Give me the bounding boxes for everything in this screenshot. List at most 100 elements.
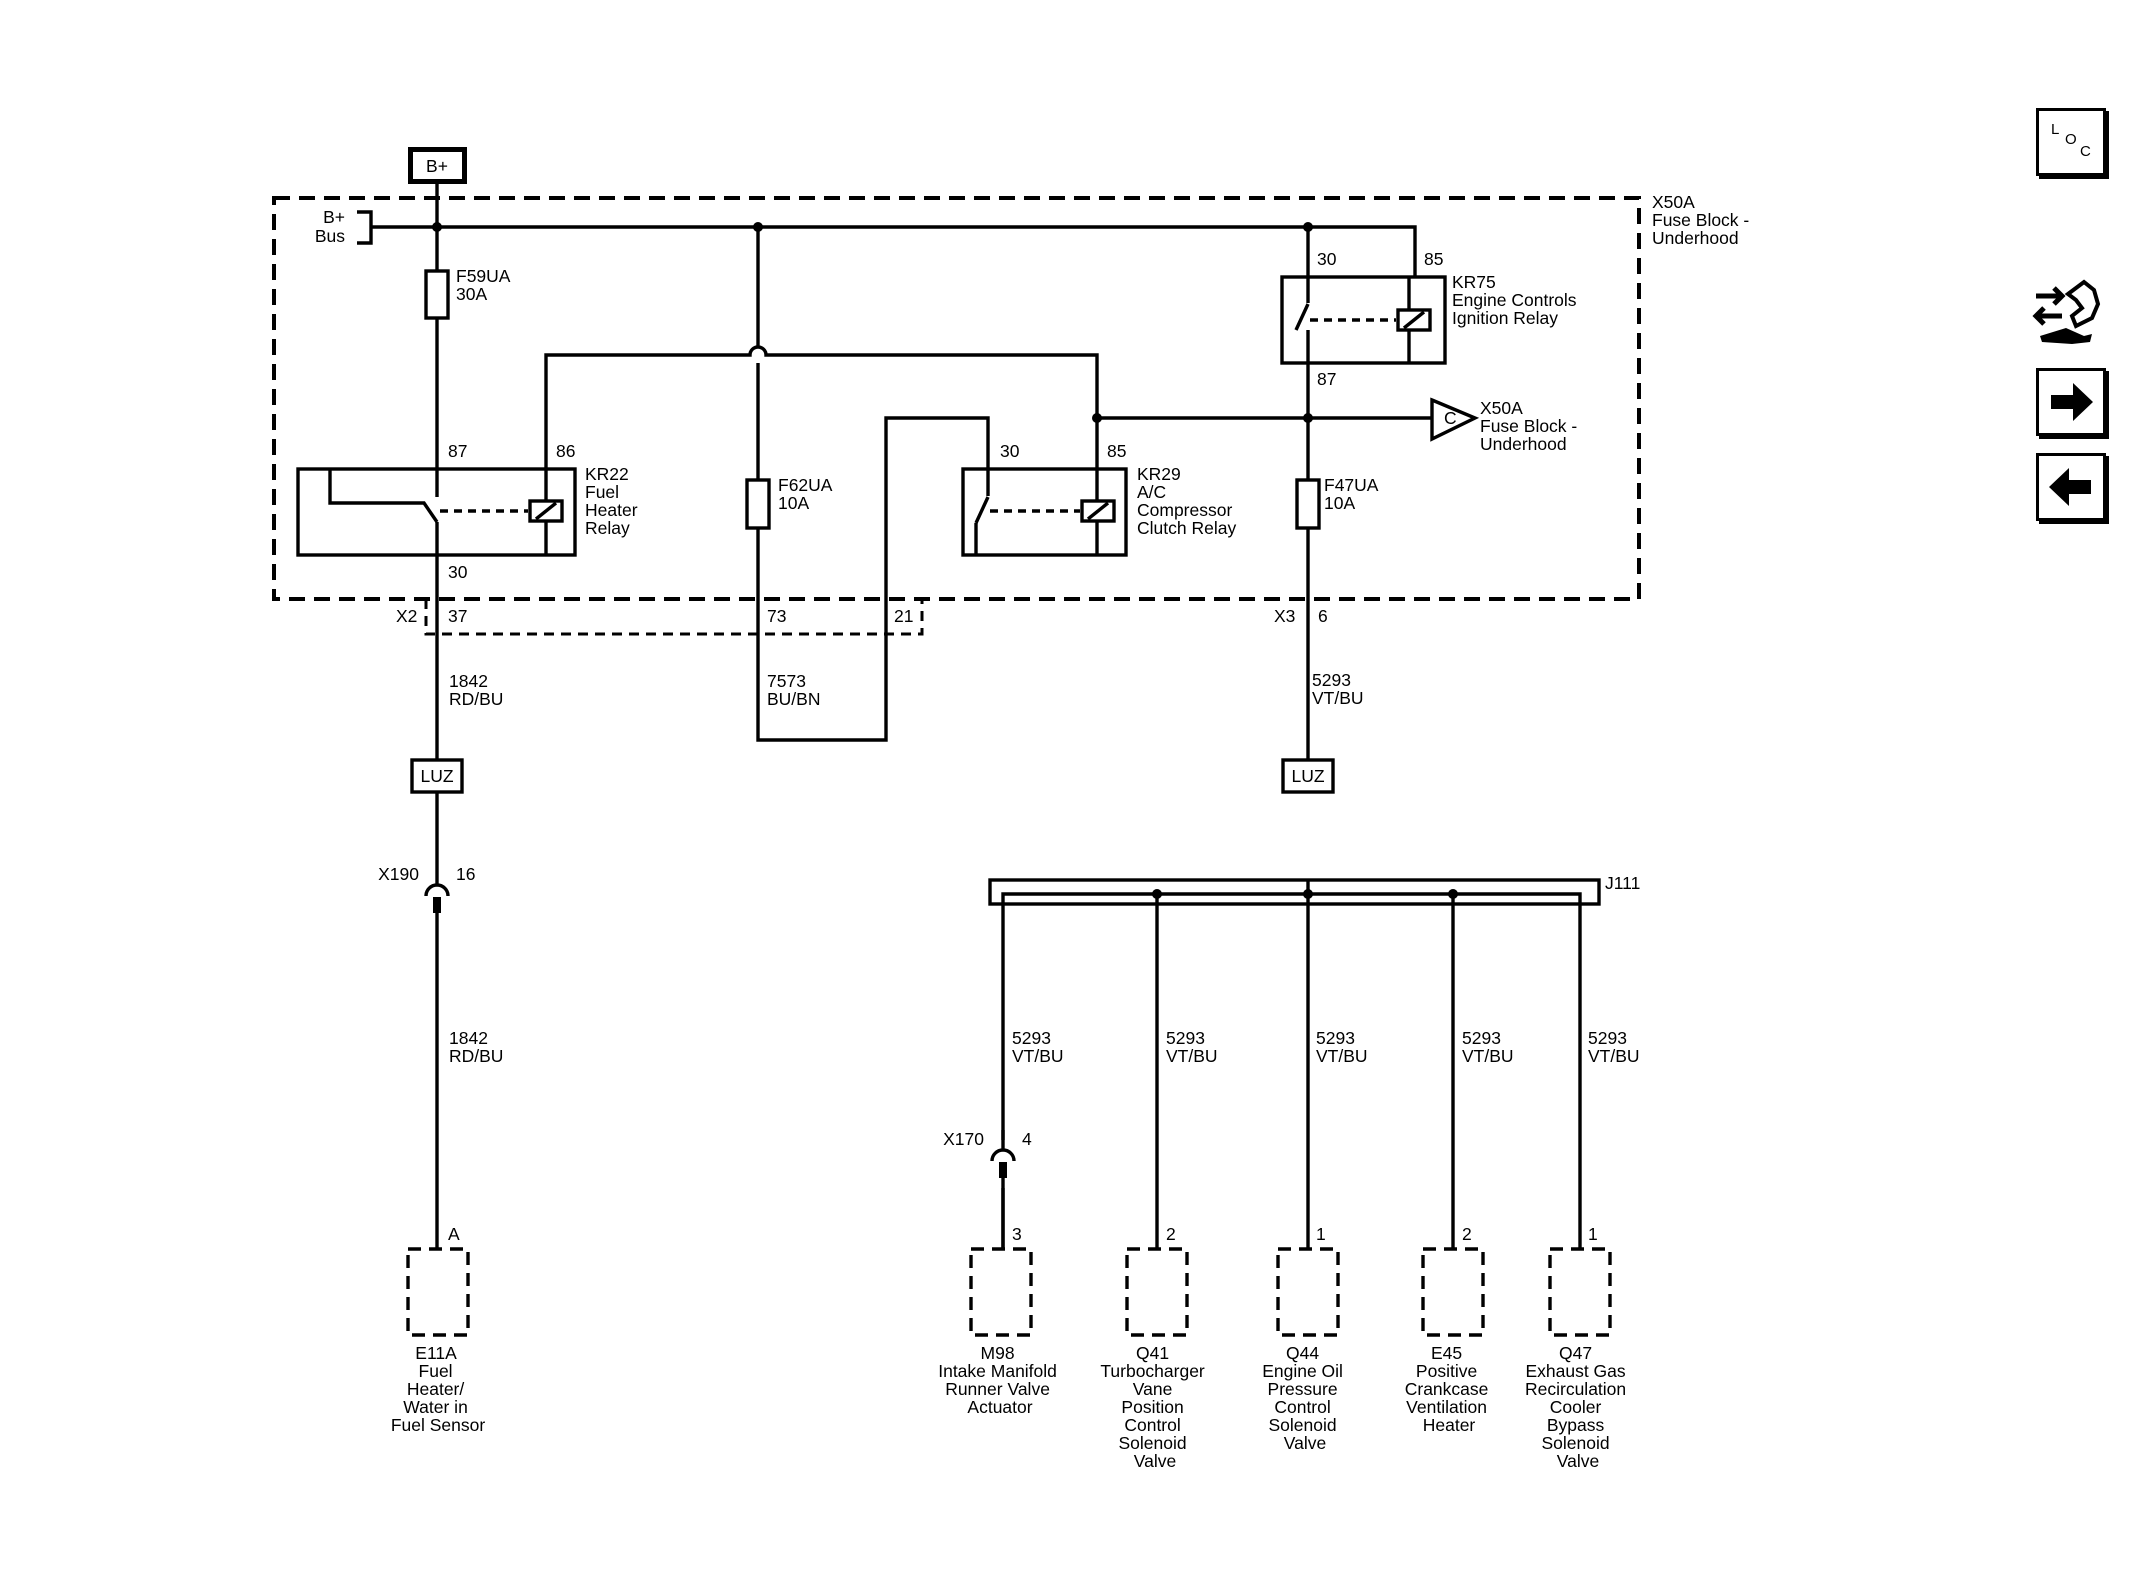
loc-icon[interactable]: L O C [2036,108,2106,176]
q47-pin: 1 [1588,1224,1598,1244]
bus-label-top: B+ [323,207,345,227]
kr29-pin-30: 30 [1000,441,1020,461]
component-q44 [1276,1247,1340,1337]
wire-e45-circuit: 5293 [1462,1028,1501,1048]
wiring-tools-icon[interactable] [2032,276,2112,346]
x3-pin-6: 6 [1318,606,1328,626]
wire-7573-circuit: 7573 [767,671,806,691]
wire-m98-circuit: 5293 [1012,1028,1051,1048]
x2-pin-37: 37 [448,606,467,626]
component-q41 [1125,1247,1189,1337]
bus-label-bottom: Bus [315,226,345,246]
kr75-line2: Ignition Relay [1452,308,1558,328]
loc-letter-c: C [2080,143,2091,160]
e11a-pin: A [448,1224,460,1244]
kr22-pin-87: 87 [448,441,467,461]
x3-name: X3 [1274,606,1295,626]
x2-pin-73: 73 [767,606,786,626]
wire-e45-color: VT/BU [1462,1046,1514,1066]
b-plus-bus-wire [371,225,1417,317]
x190-name: X190 [378,864,419,884]
next-page-icon[interactable] [2036,368,2106,436]
e45-label: E45 Positive Crankcase Ventilation Heate… [1405,1343,1494,1435]
luz-left-label: LUZ [420,766,453,786]
component-e45 [1421,1247,1485,1337]
wire-7573 [756,416,990,742]
fuse-block-outline [272,196,1641,601]
offpage-connector-c [1430,397,1480,442]
wire-q41-circuit: 5293 [1166,1028,1205,1048]
relay-control-wire [544,345,1099,469]
wire-q47-circuit: 5293 [1588,1028,1627,1048]
offpage-id: X50A [1480,398,1523,418]
x170-pin: 4 [1022,1129,1032,1149]
component-q47 [1548,1247,1612,1337]
wire-q44-circuit: 5293 [1316,1028,1355,1048]
wire-1842-top-color: RD/BU [449,689,503,709]
previous-page-icon[interactable] [2036,453,2106,521]
q47-label: Q47 Exhaust Gas Recirculation Cooler Byp… [1525,1343,1631,1471]
kr22-line1: Fuel [585,482,619,502]
m98-label: M98 Intake Manifold Runner Valve Actuato… [938,1343,1062,1417]
wire-7573-color: BU/BN [767,689,820,709]
x2-connector-outline [424,599,924,636]
fuse-f59ua [424,269,450,320]
offpage-line1: Fuse Block - [1480,416,1577,436]
j111-name: J111 [1605,873,1640,893]
wire-1842-bottom-circuit: 1842 [449,1028,488,1048]
wire-q44-color: VT/BU [1316,1046,1368,1066]
kr29-line1: A/C [1137,482,1166,502]
fuse-f62ua-name: F62UA [778,475,833,495]
x2-pin-21: 21 [894,606,913,626]
kr75-pin-87: 87 [1317,369,1336,389]
fuse-f59ua-name: F59UA [456,266,511,286]
offpage-line2: Underhood [1480,434,1567,454]
fuse-f47ua-name: F47UA [1324,475,1379,495]
q44-pin: 1 [1316,1224,1326,1244]
e11a-label: E11A Fuel Heater/ Water in Fuel Sensor [391,1343,486,1435]
wire-q47-color: VT/BU [1588,1046,1640,1066]
kr29-pin-85: 85 [1107,441,1126,461]
fuse-block-line2: Underhood [1652,228,1739,248]
luz-right-label: LUZ [1291,766,1324,786]
wire-5293-main-circuit: 5293 [1312,670,1351,690]
kr29-line3: Clutch Relay [1137,518,1236,538]
x190-pin: 16 [456,864,475,884]
fuse-f59ua-rating: 30A [456,284,487,304]
component-m98 [969,1247,1033,1337]
fuse-f47ua [1295,478,1321,530]
kr22-line3: Relay [585,518,630,538]
x2-name: X2 [396,606,417,626]
kr75-pin-85: 85 [1424,249,1443,269]
q41-label: Q41 Turbocharger Vane Position Control S… [1100,1343,1209,1471]
e45-pin: 2 [1462,1224,1472,1244]
wire-1842-bottom-color: RD/BU [449,1046,503,1066]
fuse-block-id: X50A [1652,192,1695,212]
wire-5293-main-color: VT/BU [1312,688,1364,708]
fuse-f62ua-rating: 10A [778,493,809,513]
kr29-id: KR29 [1137,464,1181,484]
loc-letter-o: O [2065,131,2077,148]
b-plus-source: B+ [408,147,467,184]
q41-pin: 2 [1166,1224,1176,1244]
wire-q41-color: VT/BU [1166,1046,1218,1066]
fuse-f62ua [745,478,771,530]
x170-connector [990,1148,1016,1162]
component-e11a [406,1247,470,1337]
kr22-pin-30: 30 [448,562,468,582]
offpage-letter: C [1444,408,1457,428]
fuse-block-line1: Fuse Block - [1652,210,1749,230]
wire-1842-top-circuit: 1842 [449,671,488,691]
kr75-pin-30: 30 [1317,249,1337,269]
splice-pack-j111 [988,878,1601,906]
kr29-line2: Compressor [1137,500,1232,520]
kr75-line1: Engine Controls [1452,290,1577,310]
q44-label: Q44 Engine Oil Pressure Control Solenoid… [1262,1343,1348,1453]
luz-splice-right [1281,758,1335,794]
loc-letter-l: L [2051,121,2060,138]
fuse-f47ua-rating: 10A [1324,493,1355,513]
x170-name: X170 [943,1129,984,1149]
kr22-id: KR22 [585,464,629,484]
kr22-line2: Heater [585,500,638,520]
